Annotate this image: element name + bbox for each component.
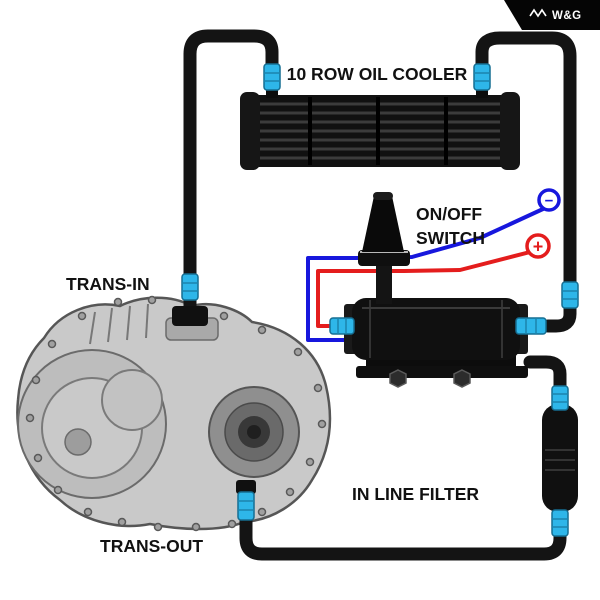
cooler-tank-left: [240, 92, 260, 170]
hose-filter-to-trans-out: [239, 509, 567, 561]
switch-toggle-cone: [362, 196, 404, 252]
brand-badge: W&G: [504, 0, 600, 30]
fitting-pump-left: [329, 317, 355, 335]
case-ribs: [89, 303, 149, 345]
case-boss-circle: [101, 369, 163, 431]
small-boss-circle: [64, 428, 92, 456]
cooler-label: 10 ROW OIL COOLER: [287, 64, 468, 84]
cooler-tank-right: [500, 92, 520, 170]
hose-cooler-to-pump-down: [475, 31, 577, 297]
badge-background: [504, 0, 600, 30]
fitting-right-line: [561, 281, 579, 309]
hose-trans-in-to-cooler: [183, 29, 279, 287]
inline-filter: [542, 404, 578, 512]
fitting-cooler-right: [473, 63, 491, 91]
negative-terminal-ring: [537, 188, 561, 212]
pump-bracket-base: [356, 366, 528, 378]
cooler-dividers: [308, 97, 448, 165]
case-bolts: [25, 295, 327, 532]
fitting-filter-top: [551, 385, 569, 411]
fitting-trans-in: [181, 273, 199, 301]
output-flange-hub: [247, 425, 261, 439]
brand-text: W&G: [552, 10, 582, 22]
trans-in-label: TRANS-IN: [66, 274, 150, 294]
hose-pump-to-filter: [523, 355, 567, 399]
hose-pump-right-elbow: [541, 299, 577, 333]
fitting-facets: [182, 72, 578, 528]
switch-label-line2: SWITCH: [416, 228, 485, 248]
pump-assembly: [344, 192, 528, 388]
pump-bracket-bolts: [389, 369, 471, 388]
fittings: [181, 63, 579, 537]
switch-toggle-tip: [373, 192, 393, 200]
negative-wire: [306, 207, 545, 342]
fitting-pump-right: [515, 317, 547, 335]
pump-body: [352, 298, 520, 360]
trans-in-elbow-block: [172, 306, 208, 326]
positive-terminal: +: [525, 233, 551, 259]
positive-wire: [316, 250, 532, 328]
filter-body: [542, 404, 578, 512]
trans-out-elbow-block: [236, 480, 256, 494]
oil-cooler: [240, 86, 520, 170]
fitting-cooler-left: [263, 63, 281, 91]
switch-label-line1: ON/OFF: [416, 204, 482, 224]
fitting-trans-out: [237, 491, 255, 521]
switch-base: [358, 250, 410, 266]
switch-stem: [376, 262, 392, 304]
inline-filter-label: IN LINE FILTER: [352, 484, 479, 504]
fitting-filter-bottom: [551, 509, 569, 537]
hoses: [183, 29, 577, 561]
trans-out-label: TRANS-OUT: [100, 536, 203, 556]
negative-terminal: −: [537, 188, 561, 212]
negative-sign: −: [545, 193, 554, 210]
zigzag-icon: [529, 8, 547, 18]
transmission-illustration: [16, 295, 332, 532]
wires: [306, 207, 545, 342]
positive-sign: +: [533, 237, 544, 257]
positive-terminal-ring: [525, 233, 551, 259]
